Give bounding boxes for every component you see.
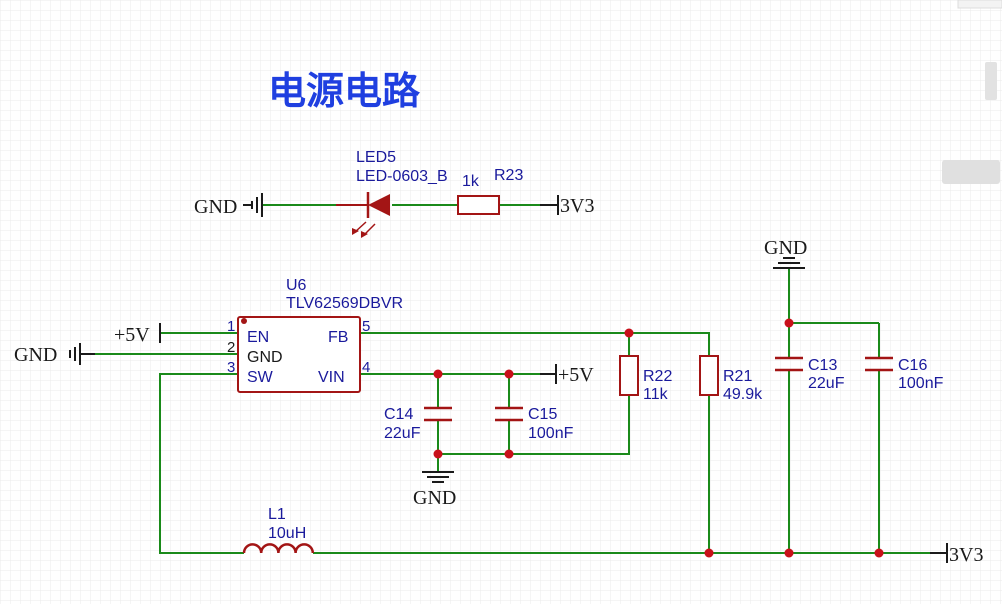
resistor-icon [619, 355, 639, 396]
u6-value: TLV62569DBVR [286, 295, 403, 312]
junction-rail-c16 [874, 548, 884, 558]
l1-value: 10uH [268, 525, 306, 542]
inductor-icon [242, 543, 315, 554]
c15-value: 100nF [528, 425, 574, 442]
led5-value: LED-0603_B [356, 168, 448, 185]
r23[interactable]: 1k R23 [457, 167, 523, 215]
v5-symbol-en: +5V [114, 323, 161, 346]
r21[interactable]: R21 49.9k [699, 355, 763, 403]
u6-pin1-num: 1 [227, 318, 235, 335]
ground-symbol-icon [422, 471, 454, 483]
c14-ref: C14 [384, 406, 413, 423]
wire-fb [360, 332, 710, 356]
c16[interactable]: C16 100nF [865, 356, 944, 392]
r21-ref: R21 [723, 368, 752, 385]
resistor-icon [457, 195, 500, 215]
junction-vin-c14 [433, 369, 443, 379]
r23-value: 1k [462, 173, 480, 190]
led-diode-icon [336, 192, 390, 238]
u6-pin3-num: 3 [227, 359, 235, 376]
led5-ref: LED5 [356, 149, 396, 166]
c16-value: 100nF [898, 375, 944, 392]
u6-pin1-marker [241, 318, 247, 324]
u6-pin2-num: 2 [227, 339, 235, 356]
junction-vin-c15 [504, 369, 514, 379]
c16-ref: C16 [898, 357, 927, 374]
led5[interactable]: LED5 LED-0603_B [336, 149, 448, 238]
u6-pin4-num: 4 [362, 359, 370, 376]
gnd-symbol-top: GND [764, 237, 807, 269]
v3v3-symbol-led: 3V3 [540, 195, 594, 217]
capacitor-icon [775, 356, 803, 372]
capacitor-icon [424, 406, 452, 422]
u6-pin-fb-name: FB [328, 329, 348, 346]
u6-body [237, 316, 361, 393]
r21-value: 49.9k [723, 386, 763, 403]
gnd-symbol-led: GND [194, 193, 263, 218]
junction-top-caps [784, 318, 794, 328]
gnd-symbol-bottom: GND [413, 471, 456, 509]
u6-pin5-num: 5 [362, 318, 370, 335]
r22-ref: R22 [643, 368, 672, 385]
c15[interactable]: C15 100nF [495, 406, 574, 442]
toolbar-fragment [942, 0, 1002, 184]
junction-gnd-c15 [504, 449, 514, 459]
capacitor-icon [495, 406, 523, 422]
gnd-label-led: GND [194, 196, 237, 218]
junction-fb [624, 328, 634, 338]
v5-symbol-vin: +5V [540, 364, 594, 386]
v3v3-label-led: 3V3 [560, 195, 594, 217]
junctions [433, 318, 884, 558]
c15-ref: C15 [528, 406, 557, 423]
r22-value: 11k [643, 386, 669, 403]
r22[interactable]: R22 11k [619, 355, 672, 403]
u6-pin-vin-name: VIN [318, 369, 345, 386]
u6-ic[interactable]: U6 TLV62569DBVR 1 2 3 5 4 EN GND SW FB V… [227, 277, 403, 393]
ground-symbol-icon [243, 193, 263, 217]
v3v3-symbol-output: 3V3 [930, 543, 983, 566]
capacitor-icon [865, 356, 893, 372]
page-title: 电源电路 [268, 69, 421, 113]
u6-pin-en-name: EN [247, 329, 269, 346]
c13-value: 22uF [808, 375, 845, 392]
ground-symbol-icon [69, 343, 95, 365]
u6-ref: U6 [286, 277, 307, 294]
ground-symbol-icon [773, 257, 805, 269]
c14-value: 22uF [384, 425, 421, 442]
u6-pin-sw-name: SW [247, 369, 274, 386]
v3v3-label-output: 3V3 [949, 544, 983, 566]
gnd-label-top: GND [764, 237, 807, 259]
l1[interactable]: L1 10uH [242, 506, 315, 554]
l1-ref: L1 [268, 506, 286, 523]
junction-gnd-c14 [433, 449, 443, 459]
v5-label-vin: +5V [558, 364, 594, 386]
r23-ref: R23 [494, 167, 523, 184]
c13[interactable]: C13 22uF [775, 356, 845, 392]
junction-rail-r21 [704, 548, 714, 558]
junction-rail-c13 [784, 548, 794, 558]
wire-gnd-bus [438, 395, 630, 455]
u6-pin-gnd-name: GND [247, 349, 283, 366]
c13-ref: C13 [808, 357, 837, 374]
resistor-icon [699, 355, 719, 396]
c14[interactable]: C14 22uF [384, 406, 452, 442]
wire-sw-l1 [159, 373, 244, 554]
v5-label-en: +5V [114, 324, 150, 346]
gnd-symbol-left: GND [14, 343, 95, 366]
gnd-label-bottom: GND [413, 487, 456, 509]
gnd-label-left: GND [14, 344, 57, 366]
